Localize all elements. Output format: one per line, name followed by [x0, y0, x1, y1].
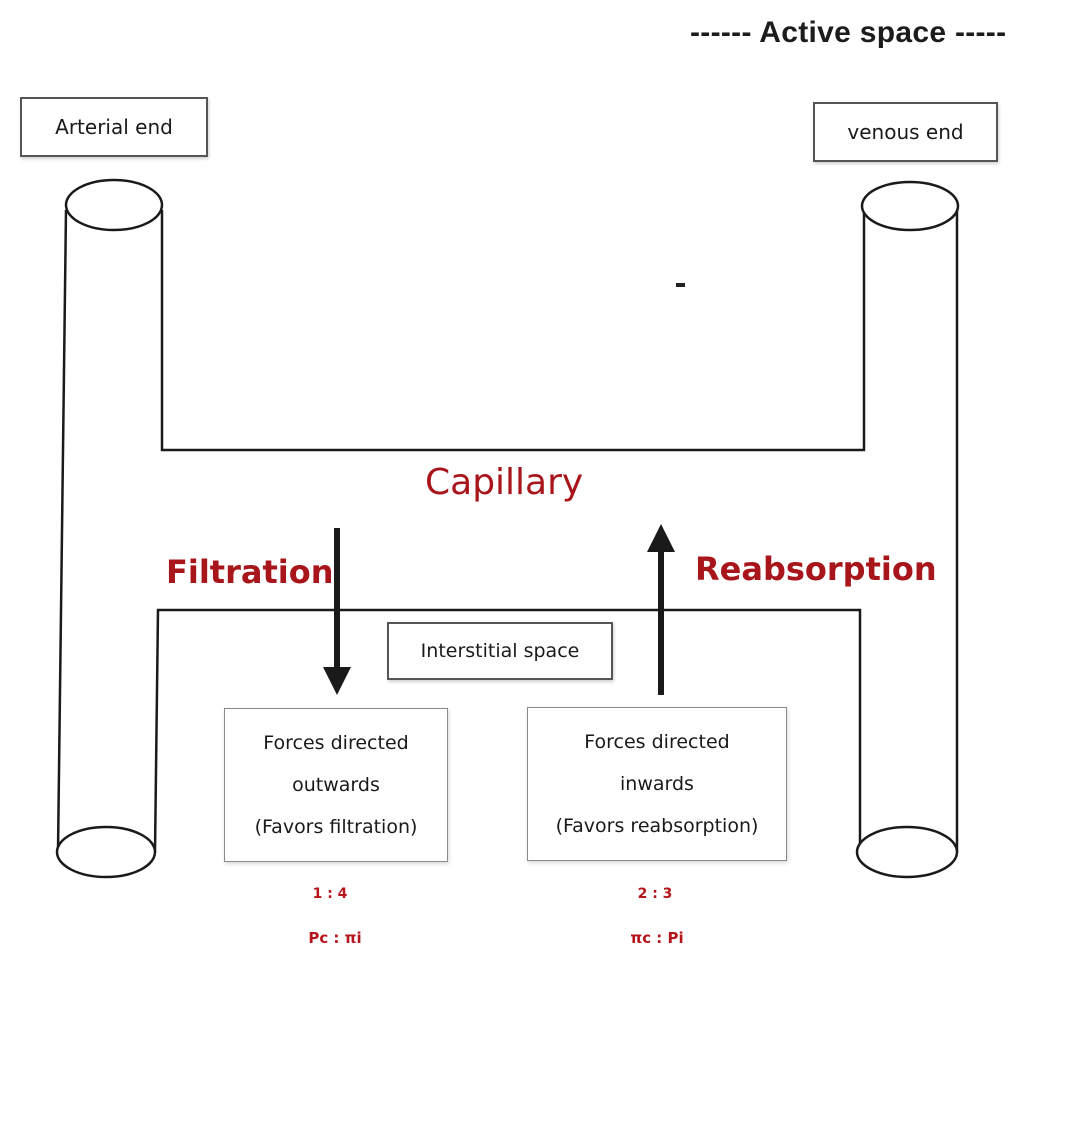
tube-outline-inner-left — [160, 210, 866, 452]
page-title: ------ Active space ----- — [690, 16, 1007, 49]
inward-forces-line1: Forces directed — [584, 731, 730, 753]
tube-outline — [56, 209, 68, 853]
inward-ratio: 2 : 3 — [637, 886, 673, 902]
outward-ratio: 1 : 4 — [312, 886, 348, 902]
venous-top-opening — [860, 180, 960, 232]
venous-bottom-opening — [855, 825, 959, 879]
inward-forces-line3: (Favors reabsorption) — [555, 815, 759, 837]
outward-forces-line1: Forces directed — [263, 732, 409, 754]
tube-outline-bottom-left — [153, 608, 862, 853]
outward-forces-line3: (Favors filtration) — [254, 816, 418, 838]
arrow-down-icon — [323, 528, 351, 695]
interstitial-space-label: Interstitial space — [387, 622, 613, 680]
outward-forces-line2: outwards — [292, 774, 380, 796]
arterial-bottom-opening — [55, 825, 157, 879]
outward-formula: Pc : πi — [308, 929, 362, 947]
speck-mark — [676, 283, 685, 287]
filtration-label: Filtration — [166, 553, 334, 591]
inward-formula: πc : Pi — [630, 929, 684, 947]
venous-end-label: venous end — [813, 102, 998, 162]
arterial-top-opening — [64, 178, 164, 232]
arrow-up-icon — [647, 524, 675, 695]
outward-forces-box: Forces directed outwards (Favors filtrat… — [224, 708, 448, 862]
inward-forces-line2: inwards — [620, 773, 694, 795]
capillary-label: Capillary — [425, 462, 584, 503]
inward-forces-box: Forces directed inwards (Favors reabsorp… — [527, 707, 787, 861]
arterial-end-label: Arterial end — [20, 97, 208, 157]
reabsorption-label: Reabsorption — [695, 550, 937, 588]
